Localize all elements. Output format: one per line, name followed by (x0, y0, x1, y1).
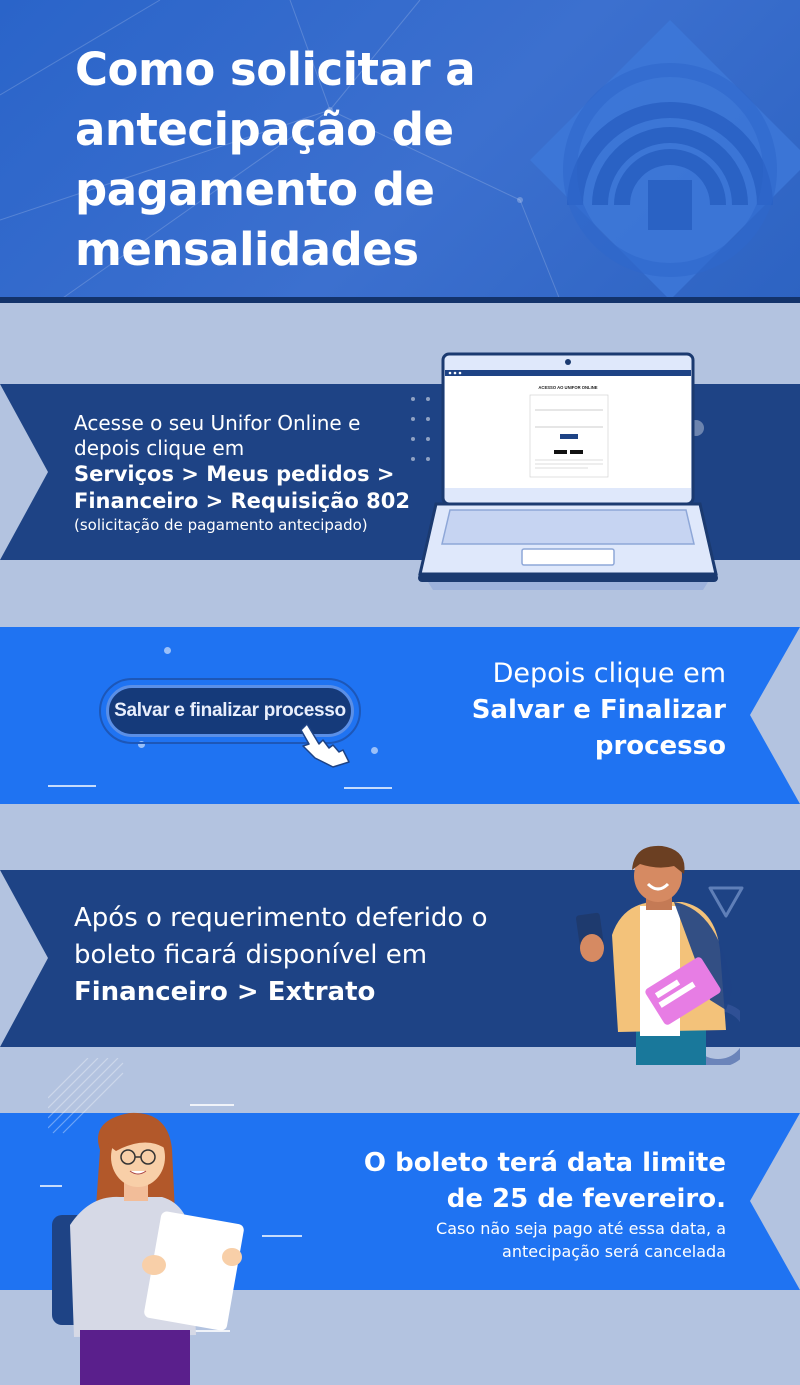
step-4-text: O boleto terá data limite de 25 de fever… (286, 1145, 726, 1263)
laptop-screen-title: ACESSO AO UNIFOR ONLINE (538, 385, 597, 390)
student-with-tablet-illustration (52, 1112, 244, 1385)
decoration-dash (190, 1330, 230, 1332)
step-3-line-2: boleto ficará disponível em (74, 940, 428, 970)
step-2-line-1: Depois clique em (492, 658, 726, 689)
decoration-dash (190, 1104, 234, 1106)
step-2-bold-2: processo (594, 731, 726, 761)
step-1-line-1: Acesse o seu Unifor Online e (74, 411, 361, 435)
title-line-1: Como solicitar a (75, 43, 476, 96)
decoration-dot (371, 747, 378, 754)
step-2-bold-1: Salvar e Finalizar (471, 695, 726, 725)
step-1-bold-1: Serviços > Meus pedidos > (74, 462, 395, 486)
decoration-dash (344, 787, 392, 789)
decoration-dot (164, 647, 171, 654)
pointer-hand-icon (300, 723, 350, 768)
step-4-bold-2: de 25 de fevereiro. (446, 1184, 726, 1214)
step-4-bold-1: O boleto terá data limite (363, 1148, 726, 1178)
dot-grid-decoration (411, 397, 430, 461)
diagonal-lines-decoration (48, 1058, 124, 1134)
chevron-notch-right (750, 1113, 800, 1290)
step-3-line-1: Após o requerimento deferido o (74, 903, 488, 933)
triangle-decoration-icon (708, 886, 744, 918)
step-2-text: Depois clique em Salvar e Finalizar proc… (366, 655, 726, 764)
chevron-notch-right (750, 627, 800, 804)
step-3-bold-1: Financeiro > Extrato (74, 977, 376, 1007)
decoration-dash (40, 1185, 62, 1187)
chevron-notch-left (0, 384, 48, 560)
step-4-note-2: antecipação será cancelada (502, 1242, 726, 1261)
decoration-dot (138, 741, 145, 748)
network-lines-decoration (0, 0, 561, 300)
step-1-line-2: depois clique em (74, 436, 245, 460)
step-1-note: (solicitação de pagamento antecipado) (74, 516, 368, 534)
page-title: Como solicitar a antecipação de pagament… (75, 40, 535, 280)
step-4-note-1: Caso não seja pago até essa data, a (436, 1219, 726, 1238)
student-with-phone-illustration (575, 845, 740, 1065)
title-line-4: mensalidades (75, 223, 419, 276)
step-1-bold-2: Financeiro > Requisição 802 (74, 489, 410, 513)
unifor-logo-icon (530, 20, 800, 300)
step-3-text: Após o requerimento deferido o boleto fi… (74, 900, 554, 1010)
step-1-text: Acesse o seu Unifor Online e depois cliq… (74, 411, 414, 535)
title-line-2: antecipação de (75, 103, 454, 156)
header-banner: Como solicitar a antecipação de pagament… (0, 0, 800, 300)
button-glow-ring (99, 678, 361, 744)
header-divider (0, 297, 800, 303)
title-line-3: pagamento de (75, 163, 435, 216)
save-and-finish-button[interactable]: Salvar e finalizar processo (106, 685, 354, 737)
chevron-notch-left (0, 870, 48, 1047)
laptop-illustration: ACESSO AO UNIFOR ONLINE (418, 352, 718, 590)
decoration-dash (48, 785, 96, 787)
decoration-dash (262, 1235, 302, 1237)
